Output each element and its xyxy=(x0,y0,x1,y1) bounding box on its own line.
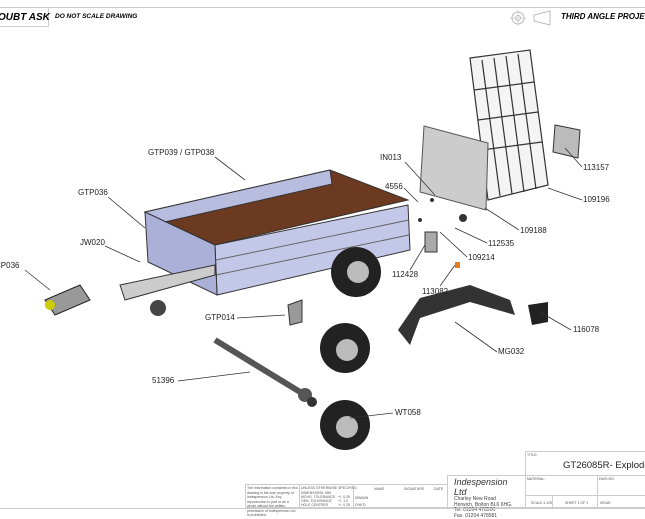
wheel-main xyxy=(331,247,381,297)
label-cp036: CP036 xyxy=(0,261,19,270)
tolerance-box: UNLESS OTHERWISE SPECIFIED: DIMENSIONS: … xyxy=(299,484,354,508)
dwg-no-box: DWG NO. xyxy=(597,475,645,496)
mesh-panel xyxy=(553,125,580,158)
label-113157: 113157 xyxy=(583,163,609,172)
issue-box: ISSUE: xyxy=(597,495,645,508)
material-box: MATERIAL: xyxy=(525,475,598,496)
title-box: TITLE: GT26085R- Exploded xyxy=(525,451,645,476)
bottom-border xyxy=(0,508,645,509)
label-113082: 113082 xyxy=(422,287,448,296)
label-4556: 4556 xyxy=(385,182,403,191)
wheel-spare-1 xyxy=(320,323,370,373)
label-in013: IN013 xyxy=(380,153,401,162)
label-112535: 112535 xyxy=(488,239,514,248)
title-label: TITLE: xyxy=(527,453,538,457)
company-box: Indespension Ltd Charley New Road Horwic… xyxy=(447,475,526,508)
reflector xyxy=(528,302,548,325)
label-109188: 109188 xyxy=(520,226,547,235)
coupling-head xyxy=(45,285,90,315)
label-116078: 116078 xyxy=(573,325,599,334)
tol-heading: UNLESS OTHERWISE SPECIFIED: xyxy=(301,486,358,490)
scale-box: SCALE:1:100 xyxy=(525,495,553,508)
label-112428: 112428 xyxy=(392,270,418,279)
material-label: MATERIAL: xyxy=(527,477,545,481)
mounting-bracket xyxy=(288,300,302,325)
wheel-spare-2 xyxy=(320,400,370,450)
scale-label: SCALE:1:100 xyxy=(531,501,552,505)
label-gtp014: GTP014 xyxy=(205,313,235,322)
signature-header: SIGNATURE xyxy=(404,487,424,491)
side-marker xyxy=(455,262,460,268)
sheet-box: SHEET 1 OF 1 xyxy=(552,495,598,508)
jockey-wheel xyxy=(150,300,166,316)
sheet-label: SHEET 1 OF 1 xyxy=(565,501,588,505)
label-51396: 51396 xyxy=(152,376,174,385)
lamp-bracket xyxy=(425,232,437,252)
label-109214: 109214 xyxy=(468,253,495,262)
label-jw020: JW020 xyxy=(80,238,105,247)
mudguard xyxy=(398,285,515,345)
company-name: Indespension Ltd xyxy=(454,477,519,497)
drawing-title: GT26085R- Exploded xyxy=(563,460,645,471)
company-fax: Fax. 01204 478581 xyxy=(454,514,519,519)
tol-hole-value: +/- 0.25 xyxy=(338,503,350,507)
axle xyxy=(215,340,317,407)
floor-board-panel xyxy=(420,126,488,210)
date-header: DATE xyxy=(434,487,443,491)
label-wt058: WT058 xyxy=(395,408,421,417)
label-gtp036: GTP036 xyxy=(78,188,108,197)
name-header: NAME xyxy=(374,487,384,491)
dwg-no-label: DWG NO. xyxy=(599,477,615,481)
drawn-label: DRAWN xyxy=(355,496,368,500)
checked-label: CHK'D xyxy=(355,503,366,507)
approval-table: NAME SIGNATURE DATE DRAWN CHK'D xyxy=(353,484,448,508)
label-109196: 109196 xyxy=(583,195,610,204)
label-mg032: MG032 xyxy=(498,347,524,356)
tol-hole: HOLE CENTRES xyxy=(301,503,328,507)
issue-label: ISSUE: xyxy=(600,501,611,505)
label-gtp039: GTP039 / GTP038 xyxy=(148,148,214,157)
ownership-notice: The information contained in this drawin… xyxy=(245,484,300,508)
